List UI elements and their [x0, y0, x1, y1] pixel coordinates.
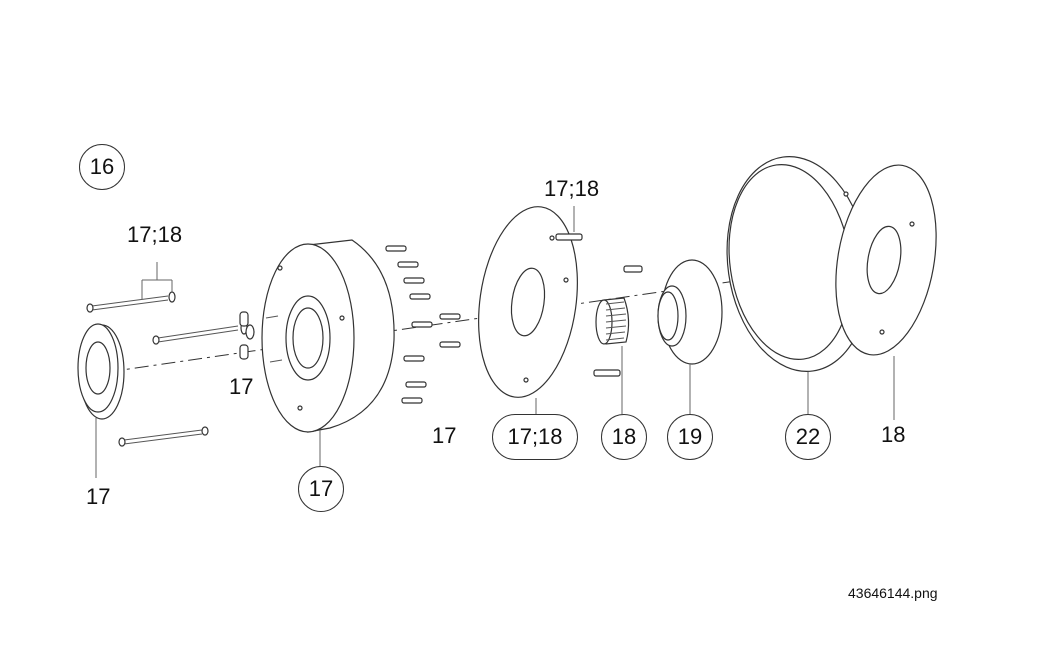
callout-18-hub: 18 — [601, 414, 647, 460]
callout-17-housing: 17 — [298, 466, 344, 512]
long-bolt-bottom — [118, 426, 209, 447]
splined-hub — [595, 297, 630, 345]
label-seal-17: 17 — [86, 484, 111, 509]
end-plate — [835, 164, 937, 356]
seal-ring — [77, 323, 125, 420]
long-bolt-middle — [152, 321, 248, 345]
screws-plate — [555, 233, 643, 377]
callout-17-18-plate: 17;18 — [492, 414, 578, 460]
small-pins — [239, 311, 255, 360]
label-bolt-17-18: 17;18 — [127, 222, 183, 247]
springs — [385, 245, 461, 404]
image-filename: 43646144.png — [848, 585, 938, 601]
long-bolt-top — [86, 291, 176, 313]
callout-22-ring: 22 — [785, 414, 831, 460]
leader-lines — [95, 206, 895, 478]
label-springs-17: 17 — [432, 423, 457, 448]
cover-ring — [726, 156, 870, 372]
callout-19-disc: 19 — [667, 414, 713, 460]
callout-16: 16 — [79, 144, 125, 190]
label-plate-18: 18 — [881, 422, 906, 447]
friction-disc — [657, 259, 723, 365]
armature-plate — [478, 206, 578, 398]
main-housing — [261, 239, 395, 433]
label-pin-17: 17 — [229, 374, 254, 399]
label-screw-17-18: 17;18 — [544, 176, 600, 201]
